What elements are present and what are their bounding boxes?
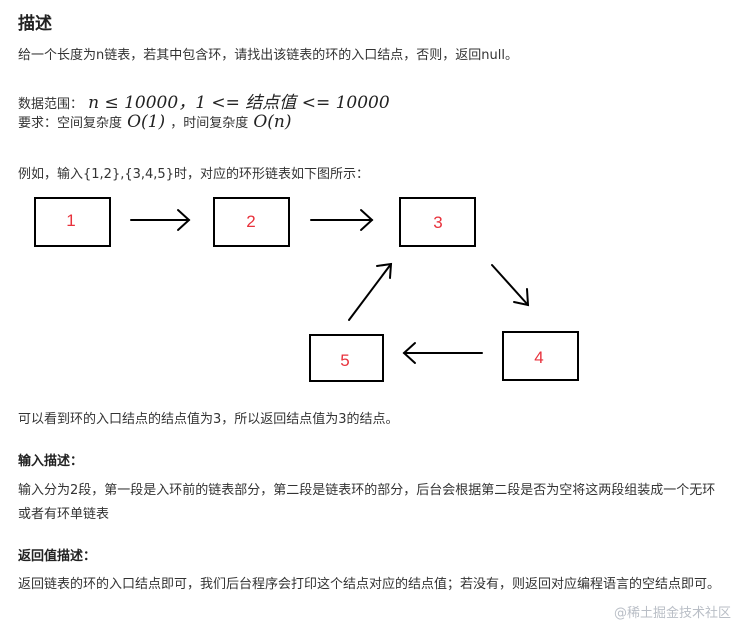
node-label-2: 2 xyxy=(246,212,255,231)
node-label-5: 5 xyxy=(340,351,349,370)
watermark: @稀土掘金技术社区 xyxy=(613,606,731,621)
complexity-line: 要求：空间复杂度 O(1) ，时间复杂度 O(n) xyxy=(18,112,292,132)
arrow-4-to-5 xyxy=(402,342,483,364)
section-title: 描述 xyxy=(18,14,52,34)
return-desc-text: 返回链表的环的入口结点即可，我们后台程序会打印这个结点对应的结点值；若没有，则返… xyxy=(18,577,721,592)
conclusion-text: 可以看到环的入口结点的结点值为3，所以返回结点值为3的结点。 xyxy=(18,412,399,427)
time-complexity-label: ，时间复杂度 xyxy=(170,116,249,131)
time-complexity-value: O(n) xyxy=(253,112,292,132)
input-desc-title: 输入描述： xyxy=(18,454,84,469)
arrow-5-to-3 xyxy=(348,262,393,321)
return-desc-title: 返回值描述： xyxy=(18,549,97,564)
arrow-1-to-2 xyxy=(130,209,191,231)
node-label-4: 4 xyxy=(534,348,543,367)
node-label-3: 3 xyxy=(433,213,442,232)
node-label-1: 1 xyxy=(66,211,75,230)
node-box-3 xyxy=(399,197,476,247)
linked-list-cycle-diagram: 1 2 3 4 5 xyxy=(34,197,579,382)
problem-intro: 给一个长度为n链表，若其中包含环，请找出该链表的环的入口结点，否则，返回null… xyxy=(18,48,518,63)
example-text: 例如，输入{1,2},{3,4,5}时，对应的环形链表如下图所示： xyxy=(18,167,369,182)
node-box-2 xyxy=(213,197,290,247)
node-box-4 xyxy=(502,331,579,381)
arrow-3-to-4 xyxy=(491,264,530,307)
space-complexity-label: 要求：空间复杂度 xyxy=(18,116,123,131)
node-box-1 xyxy=(34,197,111,247)
node-box-5 xyxy=(309,334,384,382)
data-range-formula: n ≤ 10000，1 <= 结点值 <= 10000 xyxy=(88,93,390,113)
data-range-line: 数据范围： n ≤ 10000，1 <= 结点值 <= 10000 xyxy=(18,88,390,113)
data-range-label: 数据范围： xyxy=(18,97,84,112)
arrow-2-to-3 xyxy=(310,209,374,231)
input-desc-text: 输入分为2段，第一段是入环前的链表部分，第二段是链表环的部分，后台会根据第二段是… xyxy=(18,483,716,522)
space-complexity-value: O(1) xyxy=(127,112,166,132)
